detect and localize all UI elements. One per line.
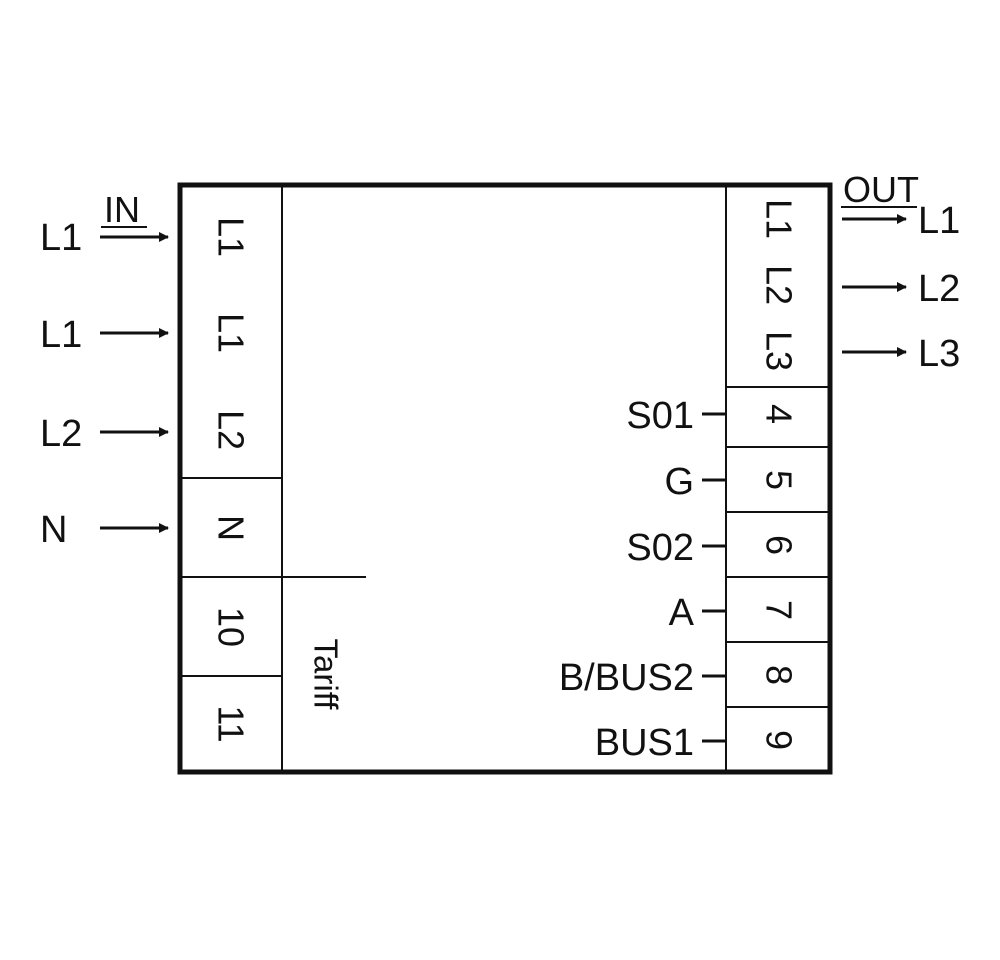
output-terminal-label: L2 (759, 265, 800, 305)
output-wire-label: L3 (918, 333, 960, 375)
signal-label: BUS1 (595, 722, 694, 764)
signal-label: S02 (626, 527, 694, 569)
signal-label: A (669, 592, 695, 634)
input-wire-label: L1 (40, 217, 82, 259)
in-label: IN (104, 189, 140, 230)
input-wire-label: L1 (40, 314, 82, 356)
signal-label: G (664, 461, 694, 503)
input-terminal-label: L2 (211, 410, 252, 450)
signal-terminal-number: 7 (759, 600, 800, 620)
input-terminal-label: L1 (211, 313, 252, 353)
signal-terminal-number: 4 (759, 404, 800, 424)
signal-label: S01 (626, 395, 694, 437)
tariff-label: Tariff (308, 639, 345, 711)
input-wire-label: N (40, 509, 67, 551)
signal-terminal-number: 6 (759, 535, 800, 555)
input-wire-label: L2 (40, 413, 82, 455)
output-wire-label: L2 (918, 268, 960, 310)
out-label: OUT (843, 169, 919, 210)
tariff-terminal-label: 10 (211, 607, 252, 647)
input-terminal-label: N (211, 515, 252, 541)
output-terminal-label: L1 (759, 199, 800, 239)
signal-label: B/BUS2 (559, 657, 694, 699)
signal-terminal-number: 5 (759, 470, 800, 490)
output-wire-label: L1 (918, 200, 960, 242)
input-terminal-label: L1 (211, 217, 252, 257)
output-terminal-label: L3 (759, 331, 800, 371)
signal-terminal-number: 9 (759, 730, 800, 750)
signal-terminal-number: 8 (759, 665, 800, 685)
tariff-terminal-label: 11 (211, 705, 252, 742)
